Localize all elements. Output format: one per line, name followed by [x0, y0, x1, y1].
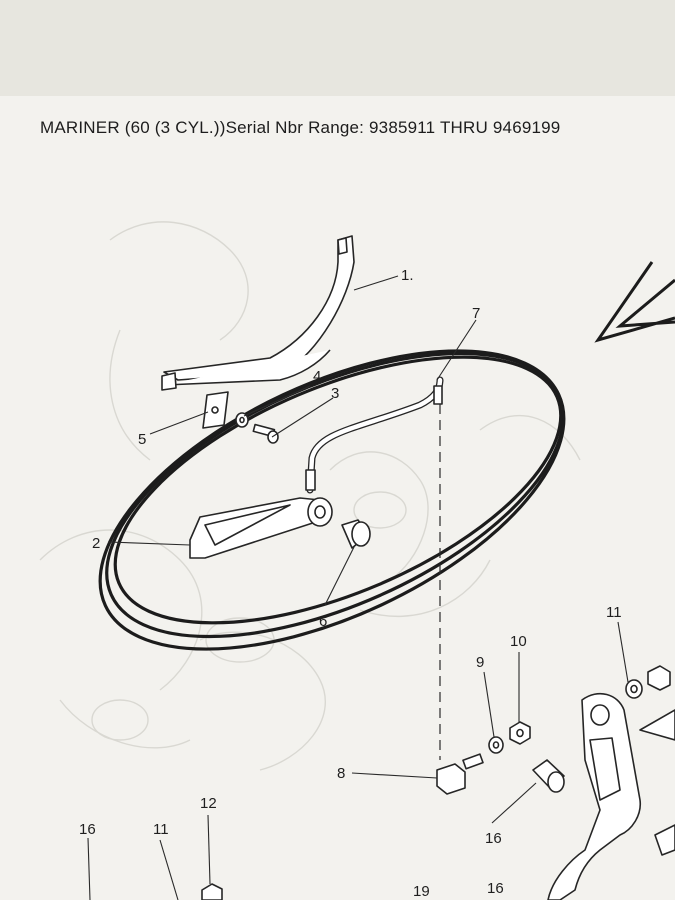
callout-3: 3 — [331, 385, 339, 402]
callout-4: 4 — [313, 368, 321, 385]
arrow-left-icon — [594, 261, 675, 343]
callout-2: 2 — [92, 535, 100, 552]
callout-5: 5 — [138, 431, 146, 448]
part-8-block — [436, 753, 484, 795]
callout-8: 8 — [337, 765, 345, 782]
callout-16-left: 16 — [79, 821, 96, 838]
callout-7: 7 — [472, 305, 480, 322]
callout-16-bottom: 16 — [487, 880, 504, 897]
part-7-linkage-rod — [305, 376, 444, 494]
part-12-nut — [201, 883, 223, 900]
callout-12: 12 — [200, 795, 217, 812]
callout-6: 6 — [319, 613, 327, 630]
part-5-plate — [202, 391, 229, 429]
callout-19: 19 — [413, 883, 430, 900]
leader-lines — [87, 275, 629, 900]
callout-11-left: 11 — [153, 821, 169, 838]
paper-sheet — [0, 96, 675, 900]
background-engine-sketch — [39, 221, 581, 771]
callout-11-right: 11 — [606, 604, 622, 621]
callout-1: 1. — [401, 267, 414, 284]
part-16-spacer — [532, 759, 565, 793]
part-1-curved-bracket — [161, 235, 355, 391]
part-6-cylinder — [341, 519, 371, 549]
part-2-lever-arm — [189, 497, 333, 559]
part-10-nut — [509, 721, 531, 745]
callout-10: 10 — [510, 633, 527, 650]
part-11-washer-nut — [625, 665, 671, 699]
background-surface — [0, 0, 675, 96]
part-9-washer — [488, 736, 504, 754]
callout-9: 9 — [476, 654, 484, 671]
part-3-screw — [252, 423, 279, 444]
part-4-washer — [235, 412, 249, 428]
callout-16-mid: 16 — [485, 830, 502, 847]
part-bracket-housing — [547, 692, 675, 900]
page-title: MARINER (60 (3 CYL.))Serial Nbr Range: 9… — [40, 118, 561, 137]
